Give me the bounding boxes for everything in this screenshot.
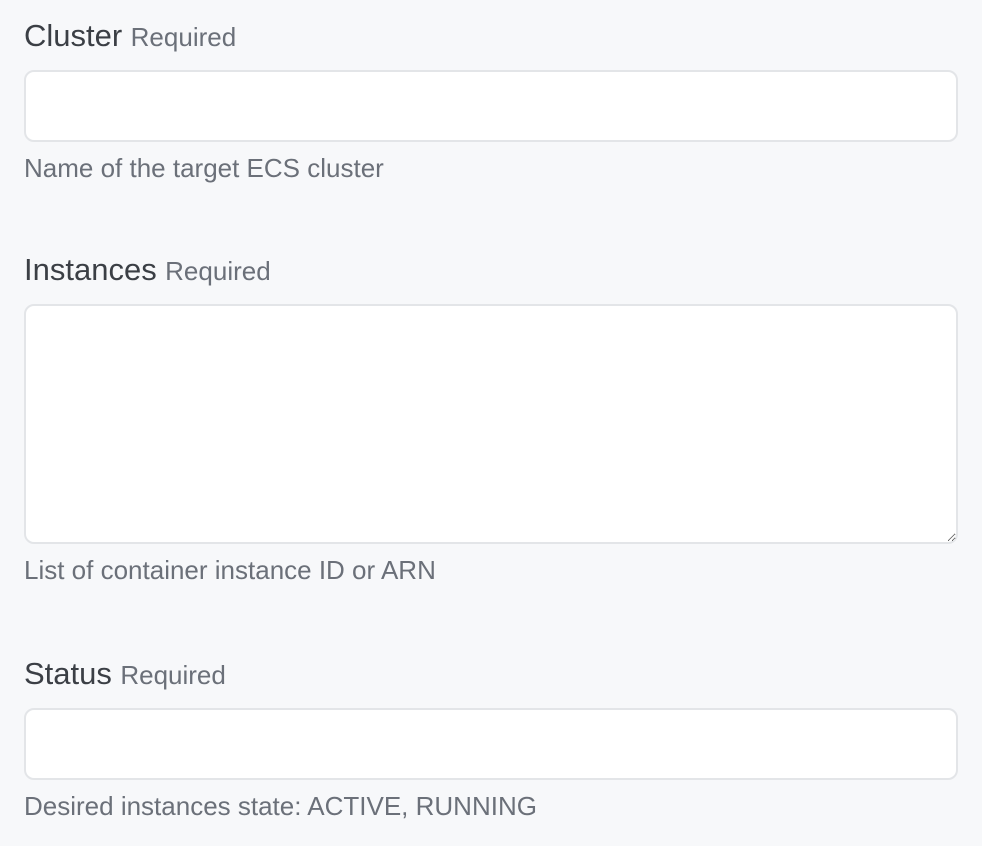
instances-field-group: Instances Required List of container ins… xyxy=(24,252,958,586)
cluster-required-tag: Required xyxy=(130,22,237,52)
cluster-help-text: Name of the target ECS cluster xyxy=(24,153,384,183)
cluster-field-group: Cluster Required Name of the target ECS … xyxy=(24,18,958,184)
instances-required-tag: Required xyxy=(165,256,271,286)
status-help-text: Desired instances state: ACTIVE, RUNNING xyxy=(24,791,537,821)
cluster-label: Cluster xyxy=(24,18,123,53)
cluster-label-row: Cluster Required xyxy=(24,18,958,54)
status-label: Status xyxy=(24,656,112,691)
instances-textarea[interactable] xyxy=(24,304,958,544)
status-required-tag: Required xyxy=(120,660,226,690)
instances-help-text: List of container instance ID or ARN xyxy=(24,555,436,585)
status-input[interactable] xyxy=(24,708,958,780)
status-label-row: Status Required xyxy=(24,656,958,692)
cluster-input[interactable] xyxy=(24,70,958,142)
instances-label-row: Instances Required xyxy=(24,252,958,288)
status-field-group: Status Required Desired instances state:… xyxy=(24,656,958,822)
instances-label: Instances xyxy=(24,252,157,287)
